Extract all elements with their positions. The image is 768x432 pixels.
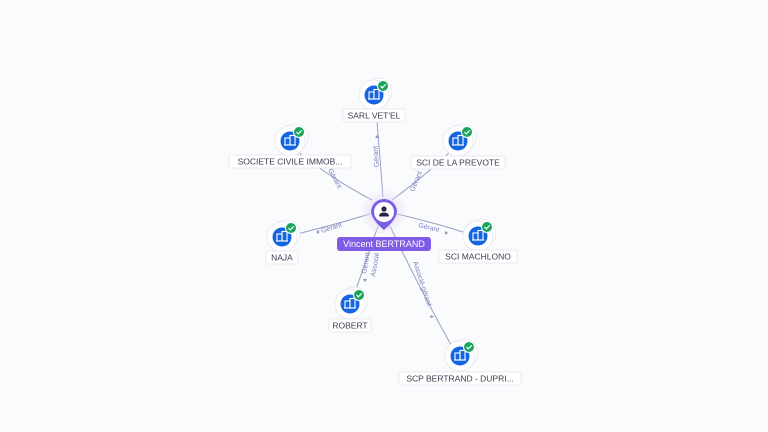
node-label-box [410,155,506,170]
node-label-box [398,371,522,386]
node-label-sarl-vetel[interactable]: SARL VET'EL [348,111,401,121]
node-label-scp-bertrand[interactable]: SCP BERTRAND - DUPRI... [406,374,513,384]
edge-label-scp-bertrand: Associé-gérant [411,260,432,307]
center-label-box [337,237,431,251]
verified-check-icon [353,289,365,301]
company-node-sarl-vetel[interactable]: SARL VET'EL [342,77,406,123]
company-node-scp-bertrand[interactable]: SCP BERTRAND - DUPRI... [398,338,522,386]
center-pin-inner [374,202,394,222]
node-label-box [328,318,372,333]
node-label-naja[interactable]: NAJA [271,253,293,263]
center-node[interactable]: Vincent BERTRAND [337,190,431,251]
edge-label-naja: Gérant [320,222,343,235]
company-icon [364,85,384,105]
verified-check-icon [285,222,297,234]
edge-label-societe-civile: Gérant [326,168,342,190]
company-node-naja[interactable]: NAJA [265,219,301,265]
edge-label-robert: Gérant [361,252,372,274]
company-icon [450,346,470,366]
node-label-box [265,250,299,265]
center-label[interactable]: Vincent BERTRAND [343,239,425,249]
node-label-box [228,154,352,169]
company-node-sci-machlono[interactable]: SCI MACHLONO [438,218,518,264]
edge-sci-prevote: Gérant [391,144,458,201]
arrow-robert [363,279,367,282]
arrow-scp-bertrand [430,315,434,318]
node-label-sci-prevote[interactable]: SCI DE LA PREVOTE [416,158,500,168]
company-icon [280,131,300,151]
verified-check-icon [481,221,493,233]
company-nodes: SARL VET'EL SOCIETE CIVILE IMMOB... SCI DE… [228,77,522,386]
company-node-societe-civile[interactable]: SOCIETE CIVILE IMMOB... [228,123,352,169]
node-label-robert[interactable]: ROBERT [332,321,367,331]
edge-label-sci-prevote: Gérant [409,170,424,193]
company-icon [340,294,360,314]
verified-check-icon [377,80,389,92]
company-icon [468,226,488,246]
company-icon [272,227,292,247]
arrow-naja [316,230,319,234]
node-label-box [342,108,406,123]
company-node-sci-prevote[interactable]: SCI DE LA PREVOTE [410,123,506,170]
edge-sarl-vetel: Gérant [373,107,384,198]
arrow-sarl-vetel [375,135,379,138]
arrow-sci-machlono [445,231,448,235]
company-node-robert[interactable]: ROBERT [328,286,372,333]
node-label-sci-machlono[interactable]: SCI MACHLONO [445,252,511,262]
node-label-societe-civile[interactable]: SOCIETE CIVILE IMMOB... [238,157,343,167]
verified-check-icon [293,126,305,138]
company-icon [448,131,468,151]
verified-check-icon [461,126,473,138]
edge-label-robert-2: Associé [370,252,381,277]
verified-check-icon [463,341,475,353]
edge-label-sarl-vetel: Gérant [373,145,381,167]
node-label-box [438,249,518,264]
edge-label-sci-machlono: Gérant [418,222,441,234]
person-icon [379,206,389,217]
